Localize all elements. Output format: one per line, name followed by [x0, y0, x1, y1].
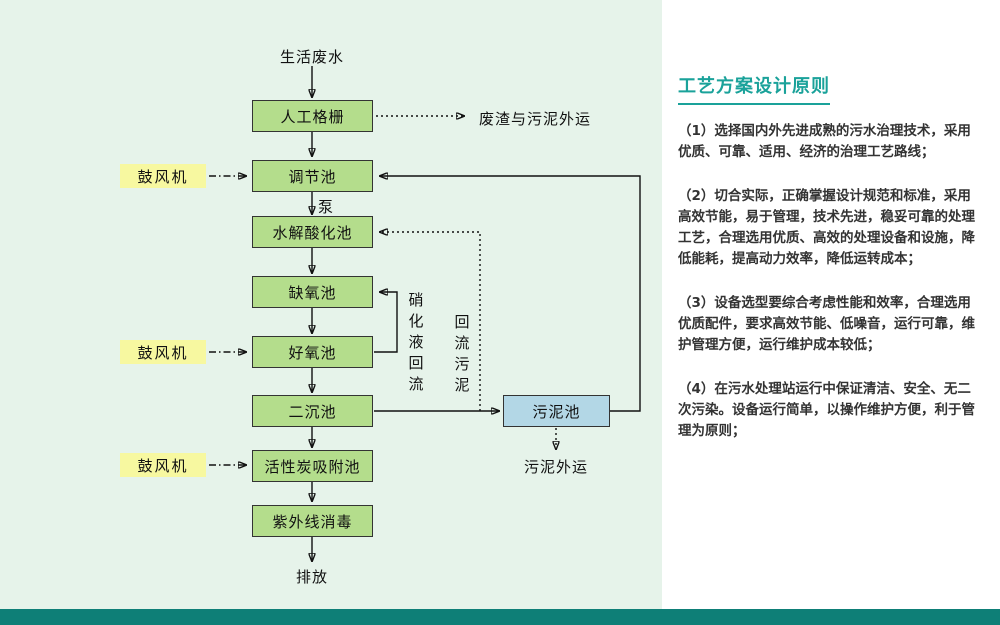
- principle-paragraph-1: （1）选择国内外先进成熟的污水治理技术，采用优质、可靠、适用、经济的治理工艺路线…: [678, 123, 971, 160]
- flow-box-aerobic-tank: 好氧池: [252, 336, 373, 368]
- principle-paragraph-3: （3）设备选型要综合考虑性能和效率，合理选用优质配件，要求高效节能、低噪音，运行…: [678, 295, 975, 353]
- pump-label: 泵: [318, 198, 335, 216]
- principle-paragraph-4: （4）在污水处理站运行中保证清洁、安全、无二次污染。设备运行简单，以操作维护方便…: [678, 381, 975, 439]
- flow-box-manual-screen: 人工格栅: [252, 100, 373, 132]
- blower-label-1: 鼓风机: [120, 164, 206, 188]
- flow-box-regulating-tank: 调节池: [252, 160, 373, 192]
- sludge-out-label: 污泥外运: [524, 458, 589, 476]
- flow-box-sludge-tank: 污泥池: [503, 395, 610, 427]
- arrow-sludge-return: [380, 232, 481, 411]
- principle-paragraph-2: （2）切合实际，正确掌握设计规范和标准，采用高效节能，易于管理，技术先进，稳妥可…: [678, 188, 975, 267]
- blower-label-2: 鼓风机: [120, 340, 206, 364]
- bottom-bar: [0, 609, 1000, 625]
- flow-box-uv-disinfection: 紫外线消毒: [252, 505, 373, 537]
- waste-out-label: 废渣与污泥外运: [479, 110, 592, 128]
- source-label: 生活废水: [279, 48, 344, 66]
- flow-box-anoxic-tank: 缺氧池: [252, 276, 373, 308]
- arrow-supernatant-return: [380, 176, 641, 412]
- nitrate-return-label: 硝化液回流: [408, 291, 424, 393]
- discharge-label: 排放: [295, 568, 328, 586]
- blower-label-3: 鼓风机: [120, 453, 206, 477]
- panel-title: 工艺方案设计原则: [678, 72, 830, 105]
- flow-box-activated-carbon-tank: 活性炭吸附池: [252, 450, 373, 482]
- arrow-nitrate-recycle: [374, 292, 398, 353]
- design-principles-panel: 工艺方案设计原则 （1）选择国内外先进成熟的污水治理技术，采用优质、可靠、适用、…: [678, 72, 976, 465]
- sludge-return-label: 回流污泥: [454, 313, 470, 394]
- process-flow-svg: [209, 66, 641, 609]
- flow-box-secondary-clarifier: 二沉池: [252, 395, 373, 427]
- flow-box-hydrolysis-tank: 水解酸化池: [252, 216, 373, 248]
